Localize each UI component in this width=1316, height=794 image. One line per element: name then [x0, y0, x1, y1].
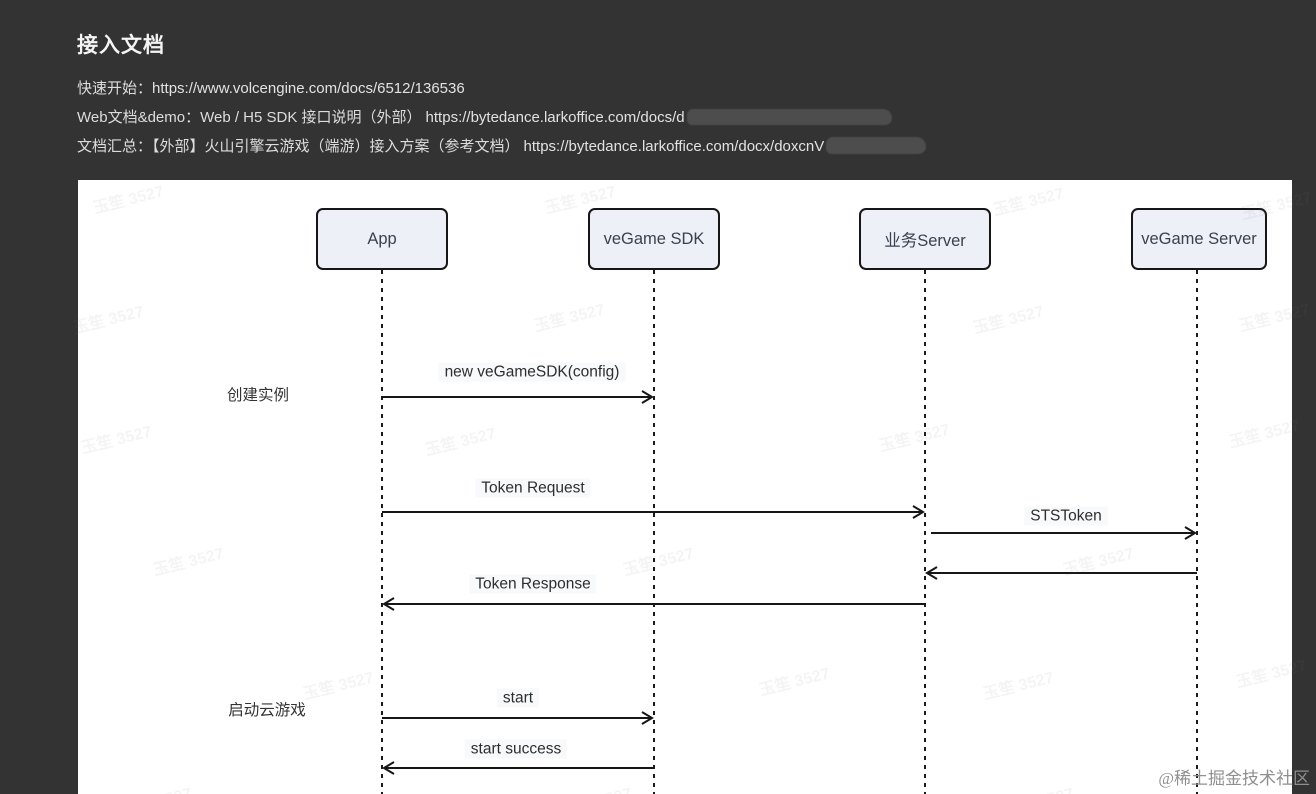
site-watermark: @稀土掘金技术社区	[1158, 769, 1310, 788]
activity-create-instance: 创建实例	[226, 387, 290, 404]
participant-label: App	[367, 229, 397, 248]
redacted-text	[686, 109, 892, 125]
message-label-token-request: Token Request	[475, 478, 591, 498]
participant-label: veGame SDK	[603, 229, 705, 248]
message-label-new-vegamesdk: new veGameSDK(config)	[438, 362, 626, 382]
participant-label: 业务Server	[884, 232, 966, 250]
line-text: 【外部】火山引擎云游戏（端游）接入方案（参考文档）	[152, 138, 520, 155]
line-text: Web / H5 SDK 接口说明（外部）	[200, 109, 422, 126]
webdoc-url[interactable]: https://bytedance.larkoffice.com/docs/d	[425, 109, 685, 126]
message-label-start: start	[496, 688, 540, 708]
message-label-token-response: Token Response	[469, 574, 597, 594]
page-title: 接入文档	[77, 34, 165, 57]
line-label: Web文档&demo：	[77, 109, 201, 126]
diagram-lines	[381, 270, 1198, 794]
participant-business-server: 业务Server	[859, 208, 991, 270]
line-label: 文档汇总：	[77, 138, 153, 155]
doc-line-quickstart: 快速开始：https://www.volcengine.com/docs/651…	[77, 77, 465, 98]
activity-start-cloud-game: 启动云游戏	[228, 702, 306, 719]
quickstart-url[interactable]: https://www.volcengine.com/docs/6512/136…	[152, 80, 465, 97]
message-label-start-success: start success	[464, 739, 568, 759]
summary-url[interactable]: https://bytedance.larkoffice.com/docx/do…	[523, 138, 825, 155]
line-label: 快速开始：	[77, 80, 153, 97]
sequence-diagram: App veGame SDK 业务Server veGame Server 创建…	[78, 180, 1292, 794]
doc-line-summary: 文档汇总：【外部】火山引擎云游戏（端游）接入方案（参考文档）https://by…	[77, 135, 927, 156]
redacted-text	[826, 137, 927, 154]
message-label-ststoken: STSToken	[1024, 506, 1108, 526]
participant-vegame-server: veGame Server	[1131, 208, 1267, 270]
participant-vegame-sdk: veGame SDK	[588, 208, 720, 270]
participant-label: veGame Server	[1141, 229, 1257, 248]
doc-line-webdoc: Web文档&demo：Web / H5 SDK 接口说明（外部）https://…	[77, 106, 892, 127]
participant-app: App	[316, 208, 448, 270]
